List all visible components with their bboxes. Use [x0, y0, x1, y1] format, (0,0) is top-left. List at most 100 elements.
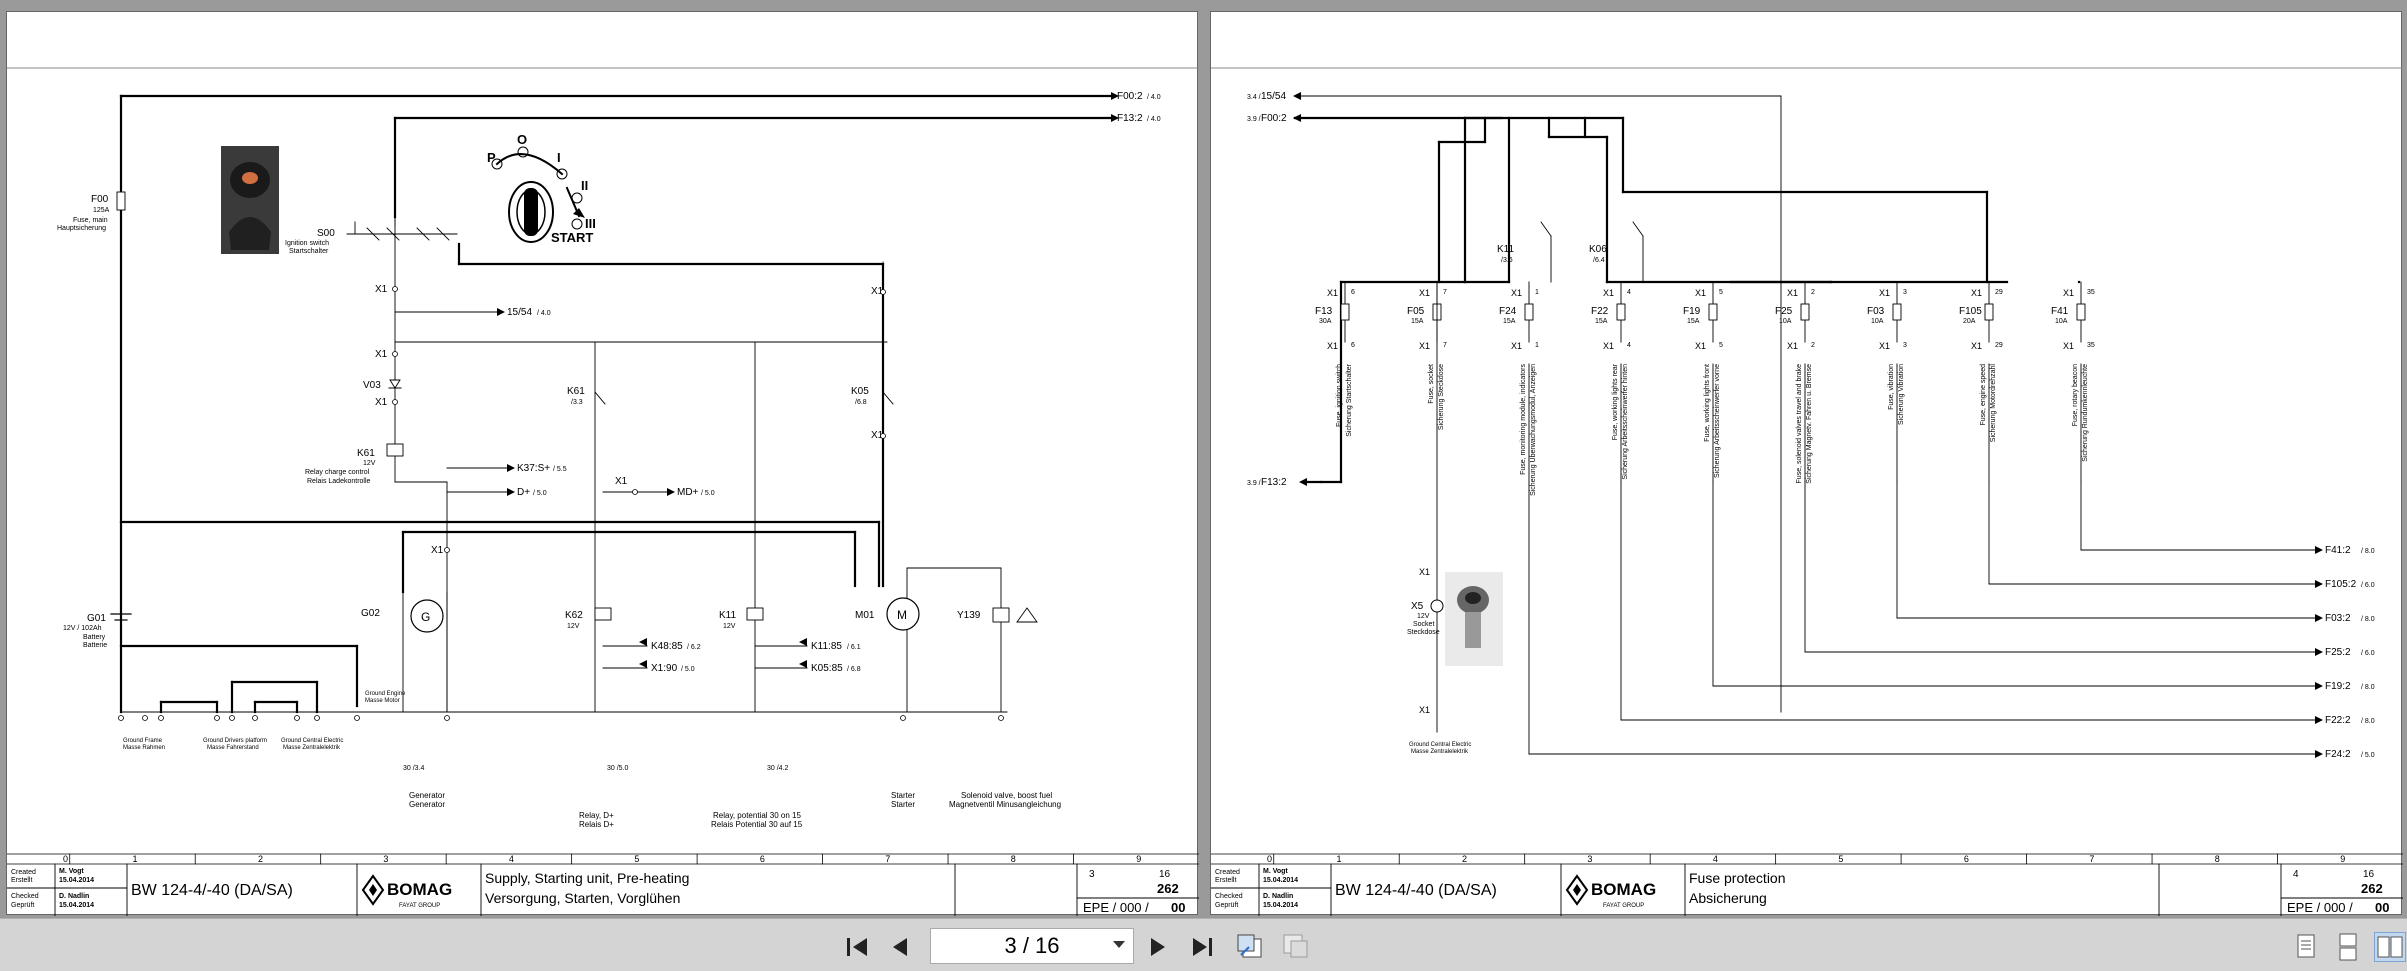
two-page-icon	[2377, 936, 2403, 958]
grid-col-label: 1	[132, 854, 137, 864]
continuous-view-button[interactable]	[2332, 932, 2364, 962]
last-page-button[interactable]	[1186, 932, 1218, 962]
output-arrow	[2315, 614, 2323, 622]
tb-checked-label2: Geprüft	[11, 902, 34, 909]
x5-volt: 12V	[1417, 613, 1430, 620]
grid-col-label: 8	[2215, 854, 2220, 864]
starter-m01-symbol	[886, 597, 920, 631]
k62-volt: 12V	[567, 623, 580, 630]
out-f13-2-ref: / 4.0	[1147, 116, 1161, 123]
fuse-desc-de: Sicherung Rundumkennleuchte	[2082, 364, 2089, 462]
out-x1-90-ref: / 5.0	[681, 666, 695, 673]
k05-ref: /6.8	[855, 399, 867, 406]
desc-solenoid-a: Solenoid valve, boost fuel	[961, 791, 1052, 800]
tb-desc2: Absicherung	[1689, 890, 1767, 906]
grid-col-label: 4	[509, 854, 514, 864]
fuse-pin-top: 6	[1351, 289, 1355, 296]
out-dplus: D+	[517, 487, 530, 498]
tb-from: 16	[2363, 869, 2375, 880]
g02-name: G02	[361, 608, 380, 619]
in-f00-2: F00:2	[1261, 113, 1287, 124]
page-number-select[interactable]: 3 / 16	[930, 928, 1134, 964]
history-forward-icon	[1283, 934, 1308, 958]
previous-page-button[interactable]	[884, 932, 916, 962]
generator-g02-symbol	[410, 599, 444, 633]
terminal-x1: X1	[1695, 288, 1706, 298]
out-k37: K37:S+	[517, 463, 550, 474]
grid-col-label: 7	[2089, 854, 2094, 864]
output-arrow	[2315, 546, 2323, 554]
last-page-icon	[1193, 938, 1212, 956]
fuse-symbol	[1984, 303, 1994, 321]
single-page-view-button[interactable]	[2290, 932, 2322, 962]
k06-name: K06	[1589, 244, 1607, 255]
grid-col-label: 5	[1838, 854, 1843, 864]
f00-rating: 125A	[93, 207, 110, 214]
fuse-rating: 20A	[1963, 318, 1976, 325]
desc-relay-30-b: Relais Potential 30 auf 15	[711, 820, 803, 829]
history-forward-button[interactable]	[1280, 932, 1312, 962]
contact-ref-2: 30 /5.0	[607, 765, 629, 772]
tb-machine: BW 124-4/-40 (DA/SA)	[131, 882, 293, 899]
ground-engine-b: Masse Motor	[365, 698, 400, 704]
desc-generator-a: Generator	[409, 791, 445, 800]
g01-desc0: 12V / 102Ah	[63, 625, 102, 632]
terminal-x1: X1	[1603, 341, 1614, 351]
ground-drivers-b: Masse Fahrerstand	[207, 745, 259, 751]
key-switch-diagram	[491, 146, 585, 243]
svg-text:X1: X1	[431, 545, 444, 556]
next-page-button[interactable]	[1142, 932, 1174, 962]
tb-checked-label2: Geprüft	[1215, 902, 1238, 909]
out-k11-85-ref: / 6.1	[847, 644, 861, 651]
fuse-name: F41	[2051, 306, 2069, 317]
desc-generator-b: Generator	[409, 800, 445, 809]
tb-brand-sub: FAYAT GROUP	[399, 903, 440, 909]
output-ref: / 5.0	[2361, 752, 2375, 759]
two-page-view-button[interactable]	[2374, 932, 2406, 962]
output-arrow	[2315, 648, 2323, 656]
battery-g01-symbol	[110, 613, 132, 621]
fuse-desc-de: Sicherung Arbeitsscheinwerfer hinten	[1622, 364, 1629, 480]
svg-text:G: G	[421, 610, 430, 624]
key-pos-i: I	[557, 150, 561, 165]
terminal-x1: X1	[1971, 288, 1982, 298]
first-page-button[interactable]	[842, 932, 874, 962]
tb-checked-date: 15.04.2014	[59, 902, 94, 909]
valve-y139-symbol	[992, 607, 1010, 623]
terminal-x1: X1	[1603, 288, 1614, 298]
fuse-pin-top: 4	[1627, 289, 1631, 296]
terminal-x1: X1	[1879, 341, 1890, 351]
svg-text:X1: X1	[871, 430, 884, 441]
fuse-pin-top: 29	[1995, 289, 2003, 296]
ground-frame-a: Ground Frame	[123, 738, 163, 744]
fuse-symbol	[1524, 303, 1534, 321]
fuse-name: F19	[1683, 306, 1701, 317]
relay-k11-coil	[746, 607, 764, 621]
terminal-x1: X1	[1419, 288, 1430, 298]
out-f13-2: F13:2	[1117, 113, 1143, 124]
fuse-desc-en: Fuse, socket	[1428, 364, 1435, 404]
fuse-rating: 10A	[1779, 318, 1792, 325]
history-back-button[interactable]	[1234, 932, 1266, 962]
desc-relay-dplus-b: Relais D+	[579, 820, 614, 829]
out-k48: K48:85	[651, 641, 683, 652]
out-f13-2-left-ref: 3.9 /	[1247, 480, 1261, 487]
fuse-desc-en: Fuse, engine speed	[1980, 364, 1987, 426]
fuse-rating: 10A	[1871, 318, 1884, 325]
m01-name: M01	[855, 610, 875, 621]
ground-central-a: Ground Central Electric	[281, 738, 343, 744]
fuse-pin-top: 2	[1811, 289, 1815, 296]
grid-col-label: 0	[63, 854, 68, 864]
fuse-desc-de: Sicherung Vibration	[1898, 364, 1905, 425]
terminal-x1: X1	[1511, 341, 1522, 351]
out-k37-ref: / 5.5	[553, 466, 567, 473]
grid-col-label: 2	[1462, 854, 1467, 864]
fuse-rating: 30A	[1319, 318, 1332, 325]
fuse-pin-bottom: 29	[1995, 342, 2003, 349]
tb-page: 3	[1089, 869, 1095, 880]
svg-text:X1: X1	[375, 397, 388, 408]
fuse-pin-top: 7	[1443, 289, 1447, 296]
k61b-name: K61	[567, 386, 585, 397]
bomag-logo-icon	[1565, 874, 1589, 906]
k05-name: K05	[851, 386, 869, 397]
